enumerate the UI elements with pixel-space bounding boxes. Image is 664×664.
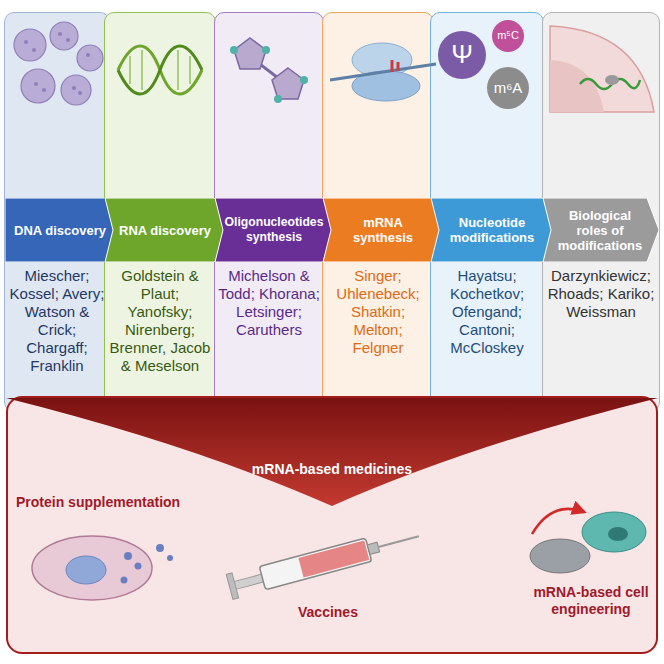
modification-symbol: Ψ	[451, 39, 473, 70]
chevron-fill	[215, 198, 335, 262]
chevron-title: DNA discovery	[14, 223, 106, 238]
application-label: Vaccines	[298, 604, 358, 621]
text-holder: mRNA-based medicines	[8, 460, 656, 478]
text-holder: DNA discovery	[10, 198, 110, 262]
text-holder: Michelson & Todd; Khorana; Letsinger; Ca…	[218, 267, 320, 339]
text-holder: Nucleotide modifications	[440, 198, 544, 262]
chevron-title: RNA discovery	[119, 223, 211, 238]
chevron-fill	[431, 198, 555, 262]
chevron-title: Biological roles of modifications	[552, 208, 648, 253]
panel-title: mRNA-based medicines	[252, 461, 412, 477]
text-holder: mRNA synthesis	[332, 198, 434, 262]
researcher-list: Singer; Uhlenebeck; Shatkin; Melton; Fel…	[336, 267, 419, 356]
researcher-list: Darzynkiewicz; Rhoads; Kariko; Weissman	[548, 267, 655, 320]
researcher-list: Michelson & Todd; Khorana; Letsinger; Ca…	[218, 267, 320, 338]
chevron-fill	[105, 198, 227, 262]
chevron-fill	[5, 198, 121, 262]
researcher-list: Miescher; Kossel; Avery; Watson & Crick;…	[10, 267, 105, 374]
era-chevron: Biological roles of modifications	[543, 198, 659, 262]
text-holder: RNA discovery	[114, 198, 216, 262]
chevron-title: Oligonucleotides synthesis	[224, 215, 324, 245]
chevron-title: Nucleotide modifications	[440, 215, 544, 245]
modification-symbol: m⁵C	[497, 29, 519, 42]
era-chevron: DNA discovery	[5, 198, 121, 262]
text-holder: Darzynkiewicz; Rhoads; Kariko; Weissman	[546, 267, 656, 321]
text-holder: Miescher; Kossel; Avery; Watson & Crick;…	[8, 267, 106, 375]
text-holder: Oligonucleotides synthesis	[224, 198, 324, 262]
application-label: Protein supplementation	[16, 494, 180, 511]
era-chevron: Oligonucleotides synthesis	[215, 198, 335, 262]
text-holder: Hayatsu; Kochetkov; Ofengand; Cantoni; M…	[434, 267, 540, 357]
text-holder: Biological roles of modifications	[552, 198, 648, 262]
era-chevron: RNA discovery	[105, 198, 227, 262]
chevron-title: mRNA synthesis	[332, 215, 434, 245]
researcher-list: Hayatsu; Kochetkov; Ofengand; Cantoni; M…	[450, 267, 524, 356]
application-label: mRNA-based cell engineering	[528, 584, 654, 618]
chevron-fill	[543, 198, 659, 262]
researcher-list: Goldstein & Plaut; Yanofsky; Nirenberg; …	[110, 267, 211, 374]
era-panel: DNA discoveryMiescher; Kossel; Avery; Wa…	[4, 12, 110, 412]
chevron-fill	[323, 198, 445, 262]
era-chevron: mRNA synthesis	[323, 198, 445, 262]
era-chevron: Nucleotide modifications	[431, 198, 555, 262]
modification-symbol: m⁶A	[494, 79, 523, 97]
text-holder: Singer; Uhlenebeck; Shatkin; Melton; Fel…	[326, 267, 430, 357]
text-holder: Goldstein & Plaut; Yanofsky; Nirenberg; …	[108, 267, 212, 375]
